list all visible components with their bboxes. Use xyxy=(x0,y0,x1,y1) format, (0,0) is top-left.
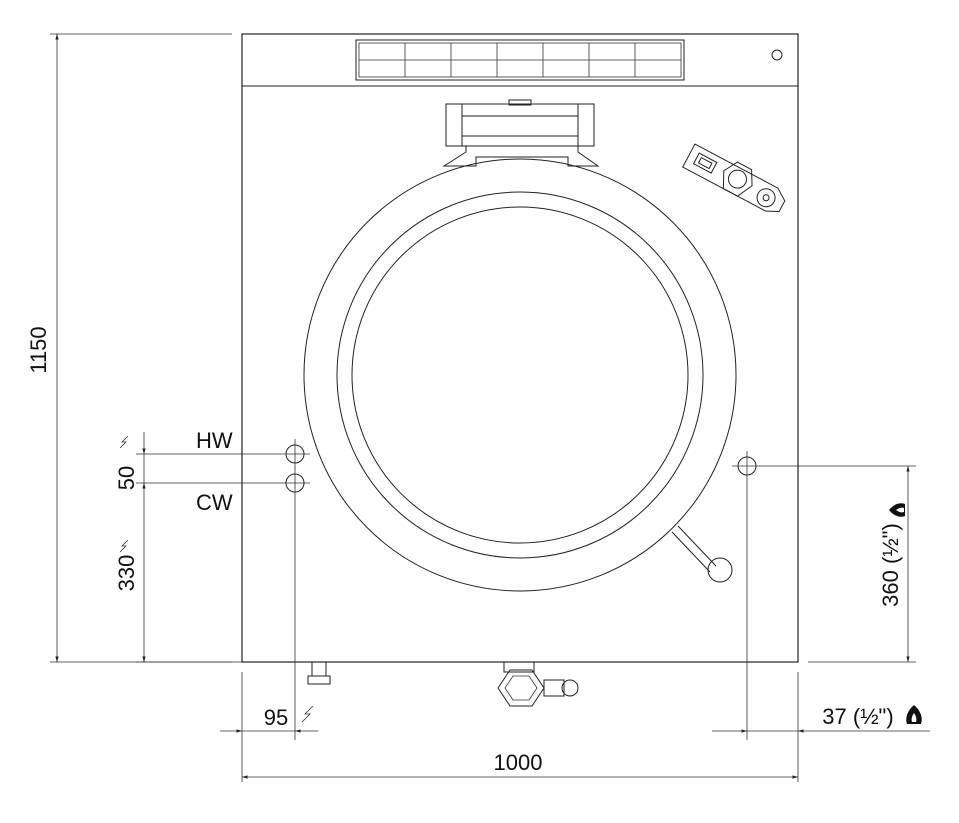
vent-grille xyxy=(355,39,685,81)
control-panel xyxy=(682,143,786,212)
water-offset-label: 95 xyxy=(264,705,288,730)
hot-water-label: HW xyxy=(196,428,233,453)
cold-water-label: CW xyxy=(196,490,233,515)
dim-water-offset: 95 xyxy=(220,498,318,740)
pilot-light-icon xyxy=(771,49,783,61)
cold-water-connection xyxy=(280,468,310,498)
cw-height-label: 330 xyxy=(114,555,139,592)
foot-fitting xyxy=(307,661,331,685)
dim-gas-height: 360 (½") xyxy=(762,465,916,663)
dim-height-total: 1150 xyxy=(26,33,232,663)
appliance-outline xyxy=(241,33,799,663)
lid-hinge xyxy=(442,99,600,167)
gas-height-label: 360 (½") xyxy=(878,523,903,607)
drain-lever xyxy=(671,525,733,583)
drain-tap xyxy=(497,661,579,707)
gas-offset-label: 37 (½") xyxy=(822,704,893,729)
dim-water-lines: HW CW 50 330 xyxy=(114,428,280,663)
gas-connection xyxy=(732,451,762,481)
dim-gas-offset: 37 (½") xyxy=(712,481,930,740)
dim-width-total: 1000 xyxy=(241,672,799,782)
flame-icon xyxy=(906,705,922,724)
flame-icon xyxy=(889,503,905,517)
hot-water-connection xyxy=(280,439,310,469)
height-total-label: 1150 xyxy=(26,326,51,373)
width-total-label: 1000 xyxy=(494,750,543,775)
hw-cw-spacing-label: 50 xyxy=(114,466,139,490)
kettle-vessel xyxy=(303,158,737,592)
lightning-icon xyxy=(301,705,314,723)
lightning-icon xyxy=(119,435,129,553)
